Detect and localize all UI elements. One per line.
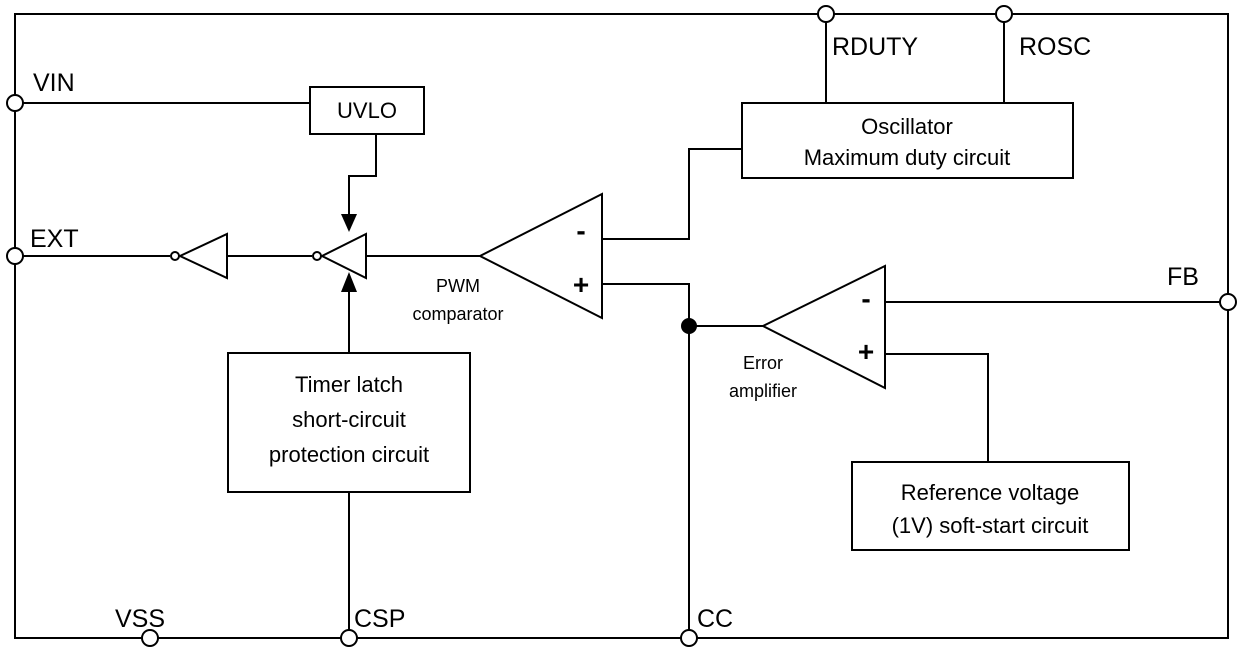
arrow-timer-buffer [341,272,357,292]
pin-vss-label: VSS [115,605,165,633]
pin-fb-label: FB [1167,263,1199,291]
reference-label-line2: (1V) soft-start circuit [892,513,1089,538]
pin-cc [680,629,698,647]
pin-rduty [817,5,835,23]
buffer-bubble [312,251,322,261]
reference-label-line1: Reference voltage [901,480,1080,505]
pwm-label-line2: comparator [412,304,503,324]
pin-vin [6,94,24,112]
ic-boundary [14,13,1229,639]
pin-ext-label: EXT [30,225,79,253]
oscillator-label-line2: Maximum duty circuit [804,145,1011,170]
wire-pwm-plus-cc [602,283,690,326]
pin-rosc [995,5,1013,23]
pin-rduty-label: RDUTY [832,33,918,61]
pin-cc-label: CC [697,605,733,633]
pin-vss [141,629,159,647]
oscillator-label-line1: Oscillator [861,114,953,139]
timer-label-line1: Timer latch [295,372,403,397]
uvlo-label: UVLO [337,98,397,123]
wire-uvlo-buffer [348,134,377,218]
reference-block [851,461,1130,551]
error-plus-sign: + [858,336,874,367]
pwm-plus-sign: + [573,269,589,300]
output-inverter [177,232,228,280]
pin-csp [340,629,358,647]
pin-vin-label: VIN [33,69,75,97]
control-buffer [319,232,367,280]
arrow-uvlo-buffer [341,214,357,232]
error-amplifier [760,264,886,390]
junction-dot [681,318,697,334]
error-label-line1: Error [743,353,783,373]
uvlo-block [309,86,425,135]
pin-csp-label: CSP [354,605,405,633]
pwm-comparator [477,192,603,320]
timer-label-line3: protection circuit [269,442,429,467]
pwm-label-line1: PWM [436,276,480,296]
timer-block [227,352,471,493]
error-minus-sign: - [861,283,870,314]
inverter-bubble [170,251,180,261]
timer-label-line2: short-circuit [292,407,406,432]
error-label-line2: amplifier [729,381,797,401]
wire-pwm-minus-osc [602,148,742,240]
oscillator-block [741,102,1074,179]
pin-fb [1219,293,1237,311]
wire-error-ref [885,353,989,462]
pin-ext [6,247,24,265]
pin-rosc-label: ROSC [1019,33,1091,61]
pwm-minus-sign: - [576,215,585,246]
